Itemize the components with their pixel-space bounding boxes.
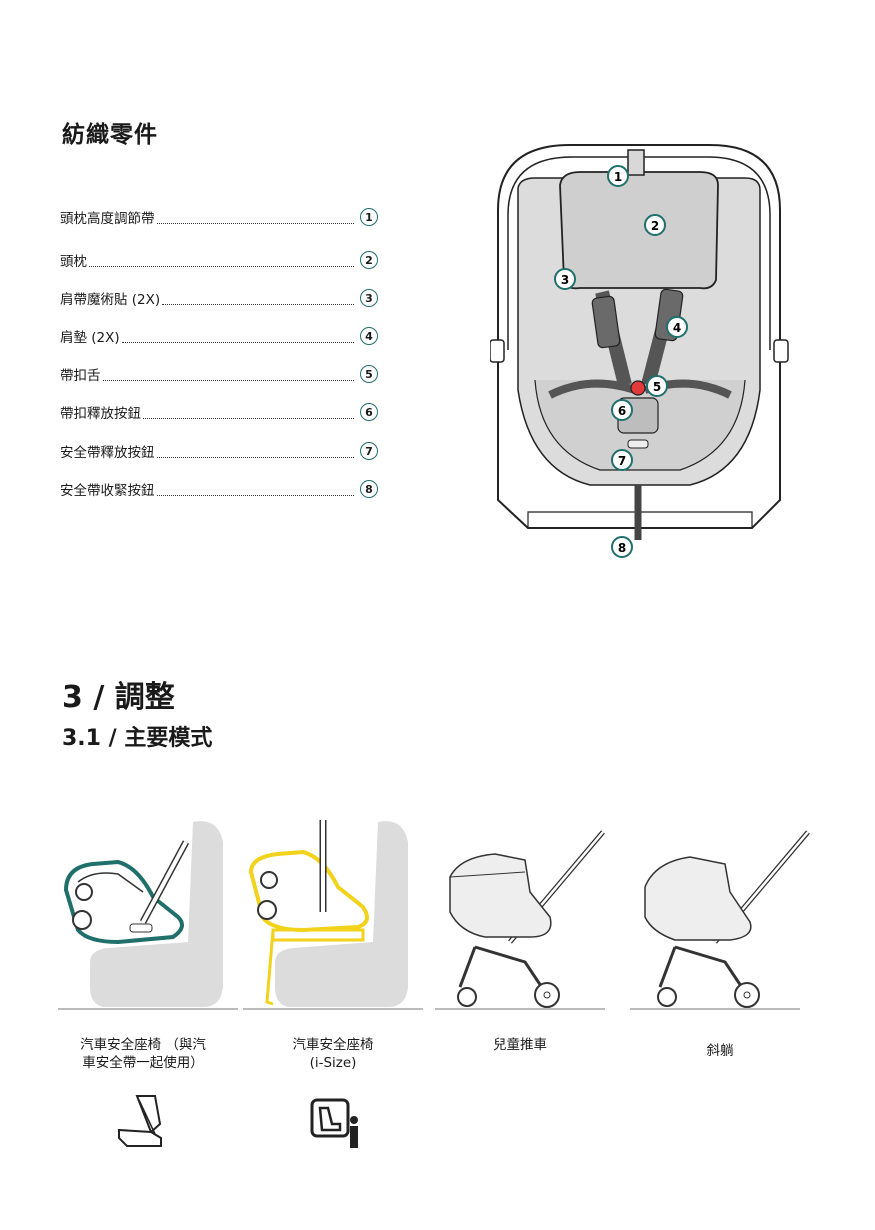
part-number-badge: 7 [360,442,378,460]
diagram-callout: 7 [611,449,633,471]
part-label: 帶扣舌 [60,368,101,384]
mode-caption: 斜躺 [706,1043,734,1059]
part-label: 帶扣釋放按鈕 [60,406,141,422]
leader-dots [156,483,354,496]
part-label: 肩帶魔術貼 (2X) [60,292,161,308]
list-item: 肩帶魔術貼 (2X) 3 [60,286,378,310]
diagram-callout: 6 [611,399,633,421]
leader-dots [121,330,354,343]
diagram-callout: 8 [611,536,633,558]
svg-text:6: 6 [618,404,626,418]
part-number-badge: 1 [360,208,378,226]
chapter-heading: 3 / 調整 [62,680,175,715]
diagram-callout: 3 [554,268,576,290]
isize-icon [310,1098,358,1148]
list-item: 安全帶收緊按鈕 8 [60,477,378,501]
section-heading: 3.1 / 主要模式 [62,726,213,751]
part-number-badge: 4 [360,327,378,345]
leader-dots [156,445,354,458]
leader-dots [162,292,354,305]
section-title: 紡織零件 [62,122,158,148]
list-item: 頭枕高度調節帶 1 [60,205,378,229]
part-label: 肩墊 (2X) [60,330,120,346]
part-number-badge: 8 [360,480,378,498]
diagram-callout: 1 [607,165,629,187]
svg-text:8: 8 [618,541,626,555]
part-number-badge: 5 [360,365,378,383]
part-label: 安全帶收緊按鈕 [60,483,155,499]
list-item: 帶扣舌 5 [60,362,378,386]
list-item: 肩墊 (2X) 4 [60,324,378,348]
mode-illustration-stroller [435,830,605,1010]
part-label: 頭枕高度調節帶 [60,211,155,227]
mode-illustration-belted [58,821,238,1010]
svg-text:2: 2 [651,219,659,233]
diagram-callout: 4 [666,316,688,338]
car-seat-diagram: 1 2 3 4 5 6 7 8 [490,144,789,558]
mode-caption: 汽車安全座椅 (i-Size) [292,1037,374,1071]
mode-caption: 汽車安全座椅 （與汽 車安全帶一起使用） [80,1037,206,1071]
mode-illustration-isize [243,820,423,1010]
list-item: 頭枕 2 [60,248,378,272]
leader-dots [143,406,354,419]
list-item: 帶扣釋放按鈕 6 [60,400,378,424]
leader-dots [102,368,354,381]
diagram-callout: 5 [646,375,668,397]
part-number-badge: 2 [360,251,378,269]
svg-text:1: 1 [614,170,622,184]
part-number-badge: 3 [360,289,378,307]
mode-illustration-recline [630,830,810,1010]
diagram-callout: 2 [644,214,666,236]
belted-seat-icon [118,1095,162,1147]
part-number-badge: 6 [360,403,378,421]
leader-dots [156,211,354,224]
svg-text:3: 3 [561,273,569,287]
list-item: 安全帶釋放按鈕 7 [60,439,378,463]
part-label: 安全帶釋放按鈕 [60,445,155,461]
leader-dots [89,254,354,267]
mode-caption: 兒童推車 [493,1037,547,1053]
svg-text:5: 5 [653,380,661,394]
svg-text:4: 4 [673,321,681,335]
part-label: 頭枕 [60,254,87,270]
svg-text:7: 7 [618,454,626,468]
